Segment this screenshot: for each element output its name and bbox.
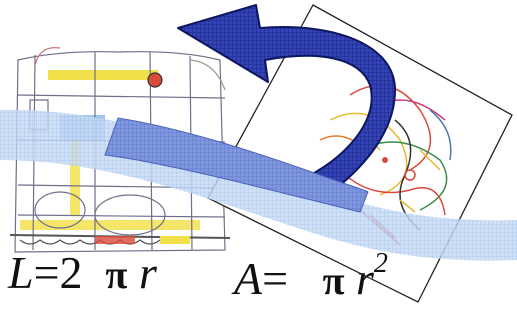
formula-circumference: L=2 π r [8,250,157,296]
circumference-radius: r [138,247,157,298]
area-exponent: 2 [373,248,388,279]
formula-area: A= π r2 [234,250,388,302]
area-pi: π [322,258,345,303]
area-equals: = [262,253,289,304]
area-radius: r [355,253,374,304]
circumference-pi: π [105,252,128,297]
sketch-red-block [95,236,135,244]
sketch-yellow-block [160,236,190,244]
circumference-lhs: L [8,247,34,298]
sketch-yellow-column [70,135,80,215]
circumference-coefficient: 2 [59,247,83,298]
sketch-red-dot [147,72,163,88]
mid-band [104,117,369,213]
curved-arrow-icon [177,4,396,201]
sketch-yellow-band-top [48,70,158,80]
sketch-yellow-band-bottom [20,220,200,230]
circumference-equals: = [33,247,60,298]
area-lhs: A [234,253,263,304]
building-sketch [9,47,231,253]
